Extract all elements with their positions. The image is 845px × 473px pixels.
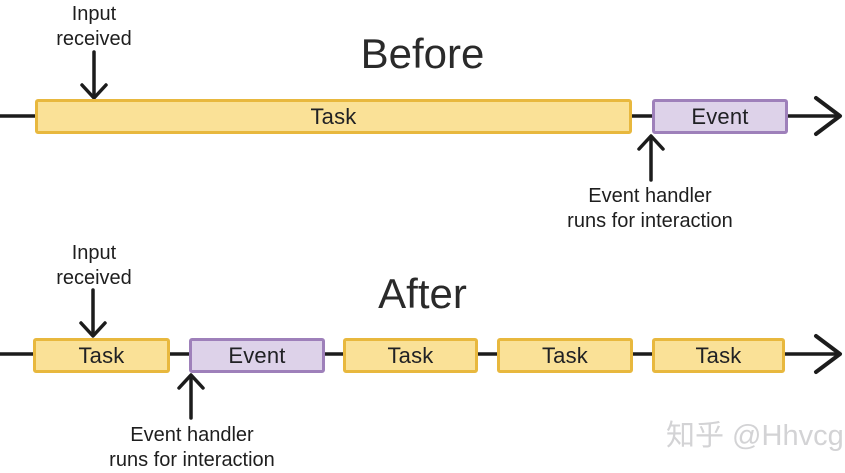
- after-task-segment-2: Task: [343, 338, 478, 373]
- before-task-label: Task: [310, 103, 357, 129]
- before-input-arrow: [80, 50, 108, 100]
- after-task-label-4: Task: [695, 342, 742, 368]
- after-event-label: Event: [228, 342, 286, 368]
- after-task-segment-1: Task: [33, 338, 170, 373]
- after-handler-line2: runs for interaction: [109, 449, 275, 471]
- after-task-segment-3: Task: [497, 338, 633, 373]
- before-input-label: Input received: [32, 2, 156, 52]
- after-task-label-1: Task: [78, 342, 125, 368]
- before-task-segment: Task: [35, 99, 632, 134]
- after-input-line1: Input: [71, 242, 117, 264]
- after-task-segment-4: Task: [652, 338, 785, 373]
- after-handler-label: Event handler runs for interaction: [82, 423, 302, 473]
- before-input-line1: Input: [71, 3, 117, 25]
- after-input-line2: received: [56, 267, 132, 289]
- before-event-label: Event: [691, 103, 749, 129]
- after-task-label-2: Task: [387, 342, 434, 368]
- before-event-segment: Event: [652, 99, 788, 134]
- before-handler-line2: runs for interaction: [567, 210, 733, 232]
- after-input-label: Input received: [32, 241, 156, 291]
- before-title: Before: [360, 30, 485, 77]
- before-input-line2: received: [56, 28, 132, 50]
- after-input-arrow: [79, 288, 107, 338]
- before-handler-arrow: [637, 134, 665, 182]
- after-title: After: [378, 270, 467, 317]
- after-event-segment: Event: [189, 338, 325, 373]
- after-handler-arrow: [177, 373, 205, 420]
- zhihu-watermark: 知乎 @Hhvcg: [666, 420, 844, 452]
- after-handler-line1: Event handler: [130, 424, 254, 446]
- before-handler-label: Event handler runs for interaction: [540, 184, 760, 234]
- after-task-label-3: Task: [541, 342, 589, 368]
- before-handler-line1: Event handler: [588, 185, 712, 207]
